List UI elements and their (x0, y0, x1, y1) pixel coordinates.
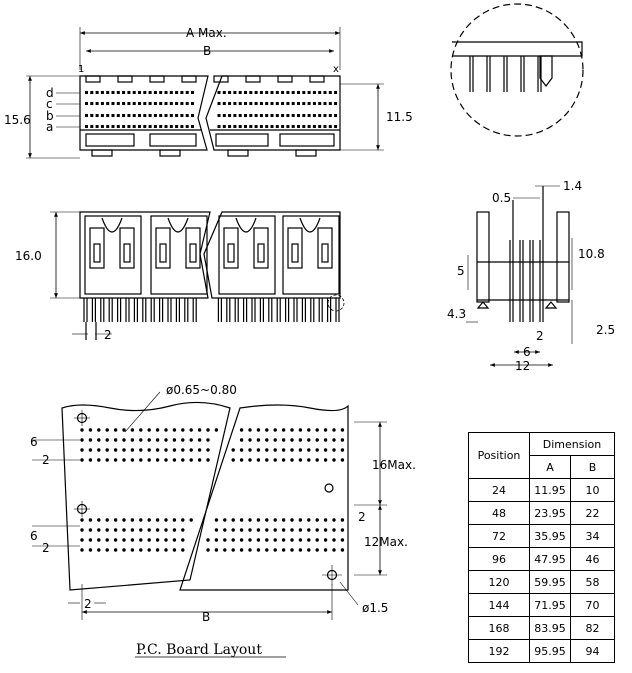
cell-b: 82 (570, 616, 615, 640)
row-a-label: a (46, 120, 53, 134)
header-a: A (529, 455, 571, 479)
header-position: Position (468, 432, 530, 479)
pcb-dim-2-top: 2 (42, 453, 50, 467)
cell-b: 22 (570, 501, 615, 525)
side-dim-6: 6 (523, 345, 531, 359)
pcb-dim-b: B (202, 610, 210, 624)
cell-a: 59.95 (529, 570, 571, 594)
cell-position: 120 (468, 570, 530, 594)
pin-detail-view (450, 3, 584, 137)
cell-a: 47.95 (529, 547, 571, 571)
cell-position: 192 (468, 639, 530, 663)
row-d-label: d (46, 86, 54, 100)
dim-b-label: B (203, 44, 211, 58)
cell-a: 35.95 (529, 524, 571, 548)
side-dim-14: 1.4 (563, 179, 582, 193)
mount-hole-label: ø1.5 (362, 601, 388, 615)
pcb-dim-2-bot: 2 (42, 541, 50, 555)
cell-position: 24 (468, 478, 530, 502)
side-dim-108: 10.8 (578, 247, 605, 261)
side-dim-5: 5 (457, 264, 465, 278)
pcb-dim-6-top: 6 (30, 435, 38, 449)
side-view (466, 185, 573, 367)
body-height-label: 11.5 (386, 110, 413, 124)
pcb-dim-16max: 16Max. (372, 458, 416, 472)
front-pitch-label: 2 (104, 328, 112, 342)
cell-a: 95.95 (529, 639, 571, 663)
front-view (50, 211, 345, 340)
pin-first-label: 1 (78, 64, 84, 75)
cell-b: 94 (570, 639, 615, 663)
row-b-label: b (46, 109, 54, 123)
front-height-label: 16.0 (15, 249, 42, 263)
pcb-layout-view (32, 391, 387, 658)
side-dim-05: 0.5 (492, 191, 511, 205)
cell-b: 58 (570, 570, 615, 594)
cell-a: 11.95 (529, 478, 571, 502)
dim-a-label: A Max. (186, 26, 227, 40)
pcb-dim-12max: 12Max. (364, 535, 408, 549)
row-c-label: c (46, 97, 53, 111)
pcb-dim-2-pitch: 2 (84, 597, 92, 611)
cell-a: 83.95 (529, 616, 571, 640)
cell-b: 34 (570, 524, 615, 548)
side-dim-43: 4.3 (447, 307, 466, 321)
pcb-dim-6-bot: 6 (30, 529, 38, 543)
top-view (26, 27, 384, 159)
height-label: 15.6 (4, 113, 31, 127)
side-dim-12: 12 (515, 359, 530, 373)
header-dimension: Dimension (529, 432, 615, 456)
cell-b: 46 (570, 547, 615, 571)
cell-a: 23.95 (529, 501, 571, 525)
cell-b: 70 (570, 593, 615, 617)
pin-last-label: x (333, 64, 339, 75)
cell-position: 48 (468, 501, 530, 525)
cell-position: 168 (468, 616, 530, 640)
cell-position: 144 (468, 593, 530, 617)
side-dim-2: 2 (536, 329, 544, 343)
pcb-dim-2-right: 2 (358, 510, 366, 524)
header-b: B (570, 455, 615, 479)
cell-b: 10 (570, 478, 615, 502)
side-dim-25: 2.5 (596, 323, 615, 337)
cell-position: 96 (468, 547, 530, 571)
pcb-caption: P.C. Board Layout (136, 642, 262, 658)
cell-a: 71.95 (529, 593, 571, 617)
cell-position: 72 (468, 524, 530, 548)
hole-diameter-label: ø0.65~0.80 (166, 383, 237, 397)
